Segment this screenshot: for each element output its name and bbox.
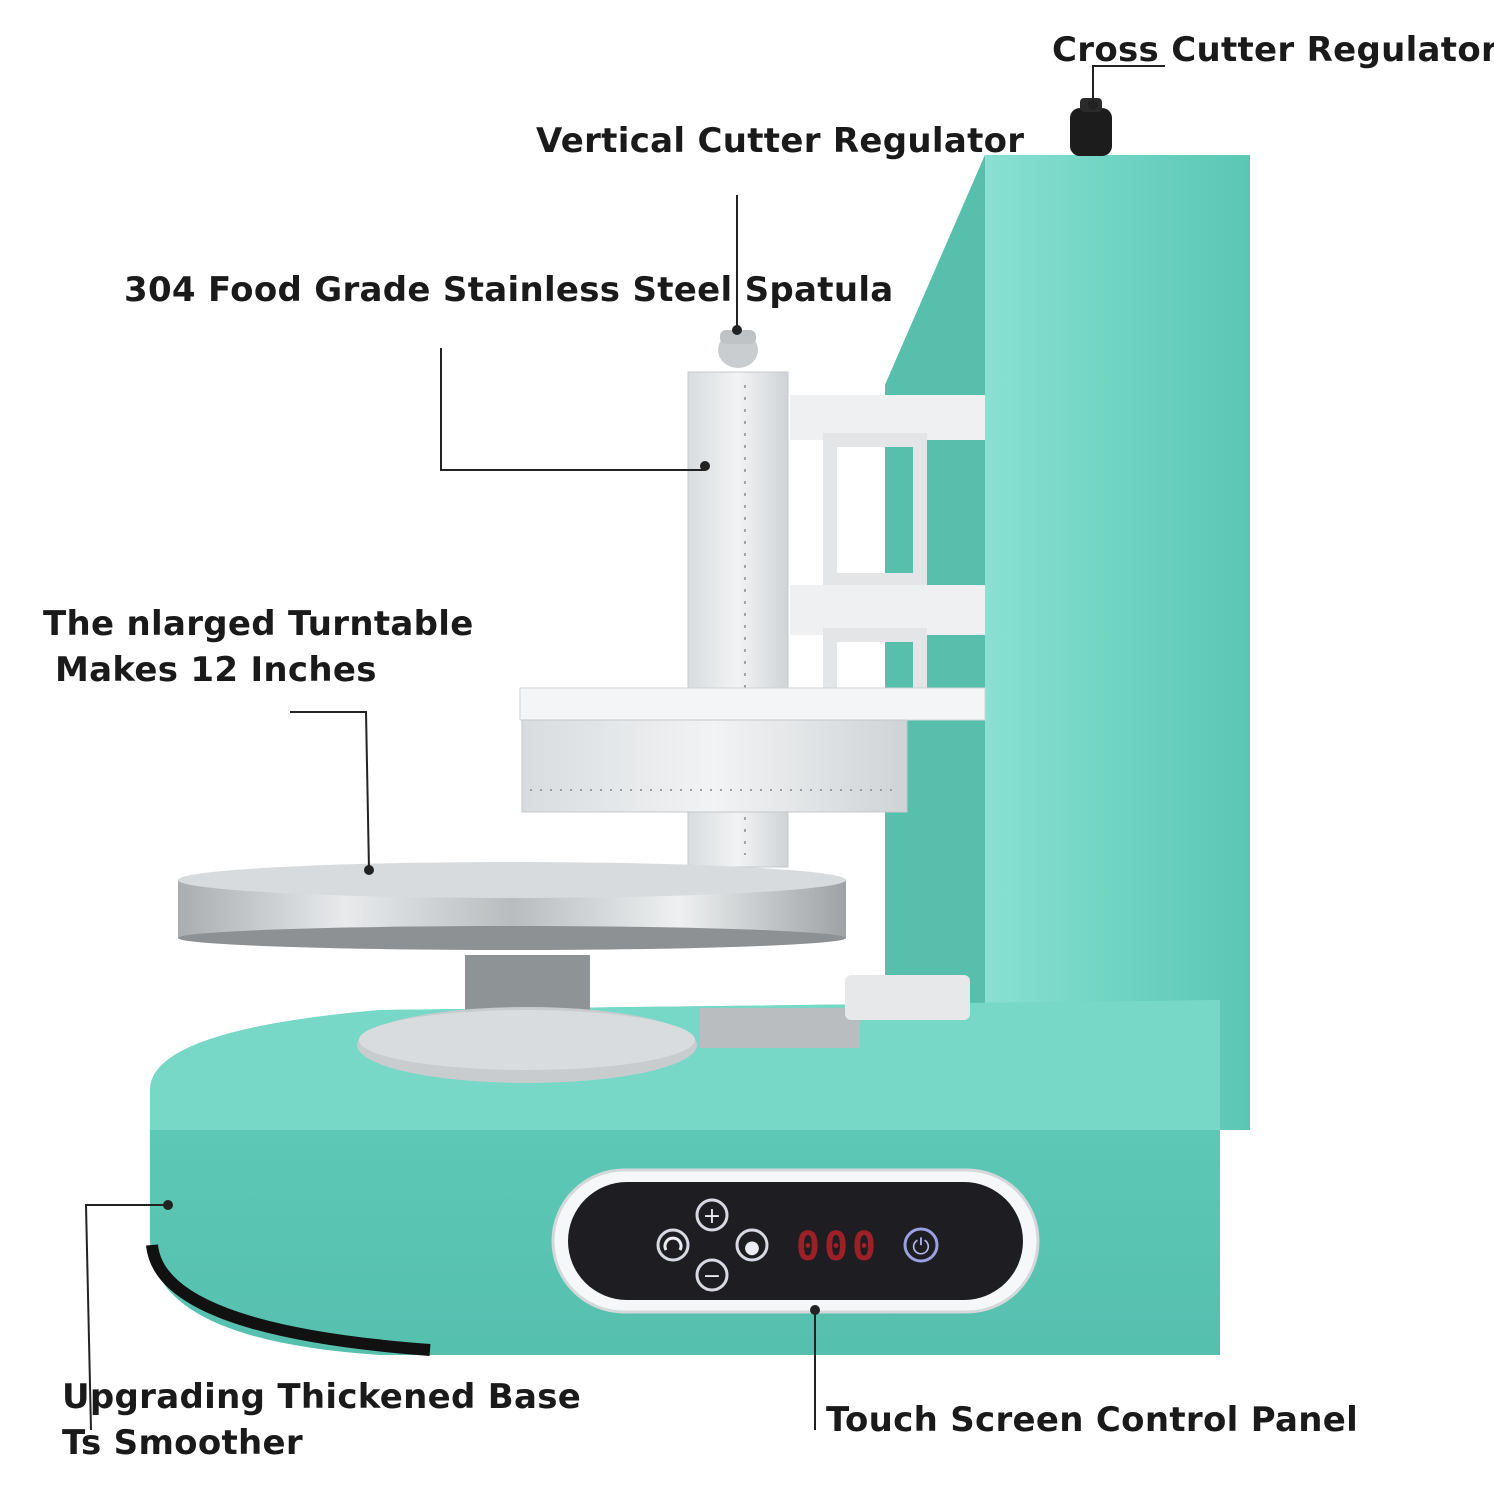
label-spatula: 304 Food Grade Stainless Steel Spatula (124, 270, 894, 310)
leader-lines (84, 65, 1165, 1431)
leader-turntable (290, 711, 370, 871)
spatula-arm-bracket (790, 395, 985, 702)
label-turntable-line2: Makes 12 Inches (55, 650, 377, 690)
label-cross-cutter-regulator: Cross Cutter Regulator (1052, 30, 1494, 70)
leader-base (84, 1204, 168, 1431)
track-bracket (845, 975, 970, 1020)
rotate-icon (663, 1236, 683, 1251)
start-icon: ● (744, 1237, 760, 1258)
label-base-line1: Upgrading Thickened Base (62, 1377, 582, 1417)
label-control-panel: Touch Screen Control Panel (826, 1400, 1359, 1440)
carriage-track (700, 1008, 860, 1048)
leader-dots (163, 100, 1098, 1315)
start-button[interactable]: ● (735, 1228, 769, 1262)
rotate-button[interactable] (656, 1228, 690, 1262)
control-panel (551, 1168, 1040, 1314)
label-vertical-cutter-regulator: Vertical Cutter Regulator (536, 121, 1025, 161)
leader-cross-cutter (1092, 65, 1165, 105)
leader-spatula (440, 348, 705, 471)
horizontal-ruler (519, 687, 986, 813)
power-icon: ⏻ (912, 1235, 929, 1260)
plus-icon: + (703, 1204, 721, 1229)
label-base-line2: Ts Smoother (62, 1423, 303, 1463)
vertical-cutter-knob[interactable] (718, 330, 758, 368)
power-button[interactable]: ⏻ (903, 1227, 939, 1263)
plus-button[interactable]: + (695, 1198, 729, 1232)
turntable[interactable] (178, 862, 846, 1083)
minus-button[interactable]: − (695, 1258, 729, 1292)
digital-display: 000 (796, 1224, 880, 1270)
label-turntable-line1: The nlarged Turntable (43, 604, 474, 644)
minus-icon: − (703, 1264, 721, 1289)
